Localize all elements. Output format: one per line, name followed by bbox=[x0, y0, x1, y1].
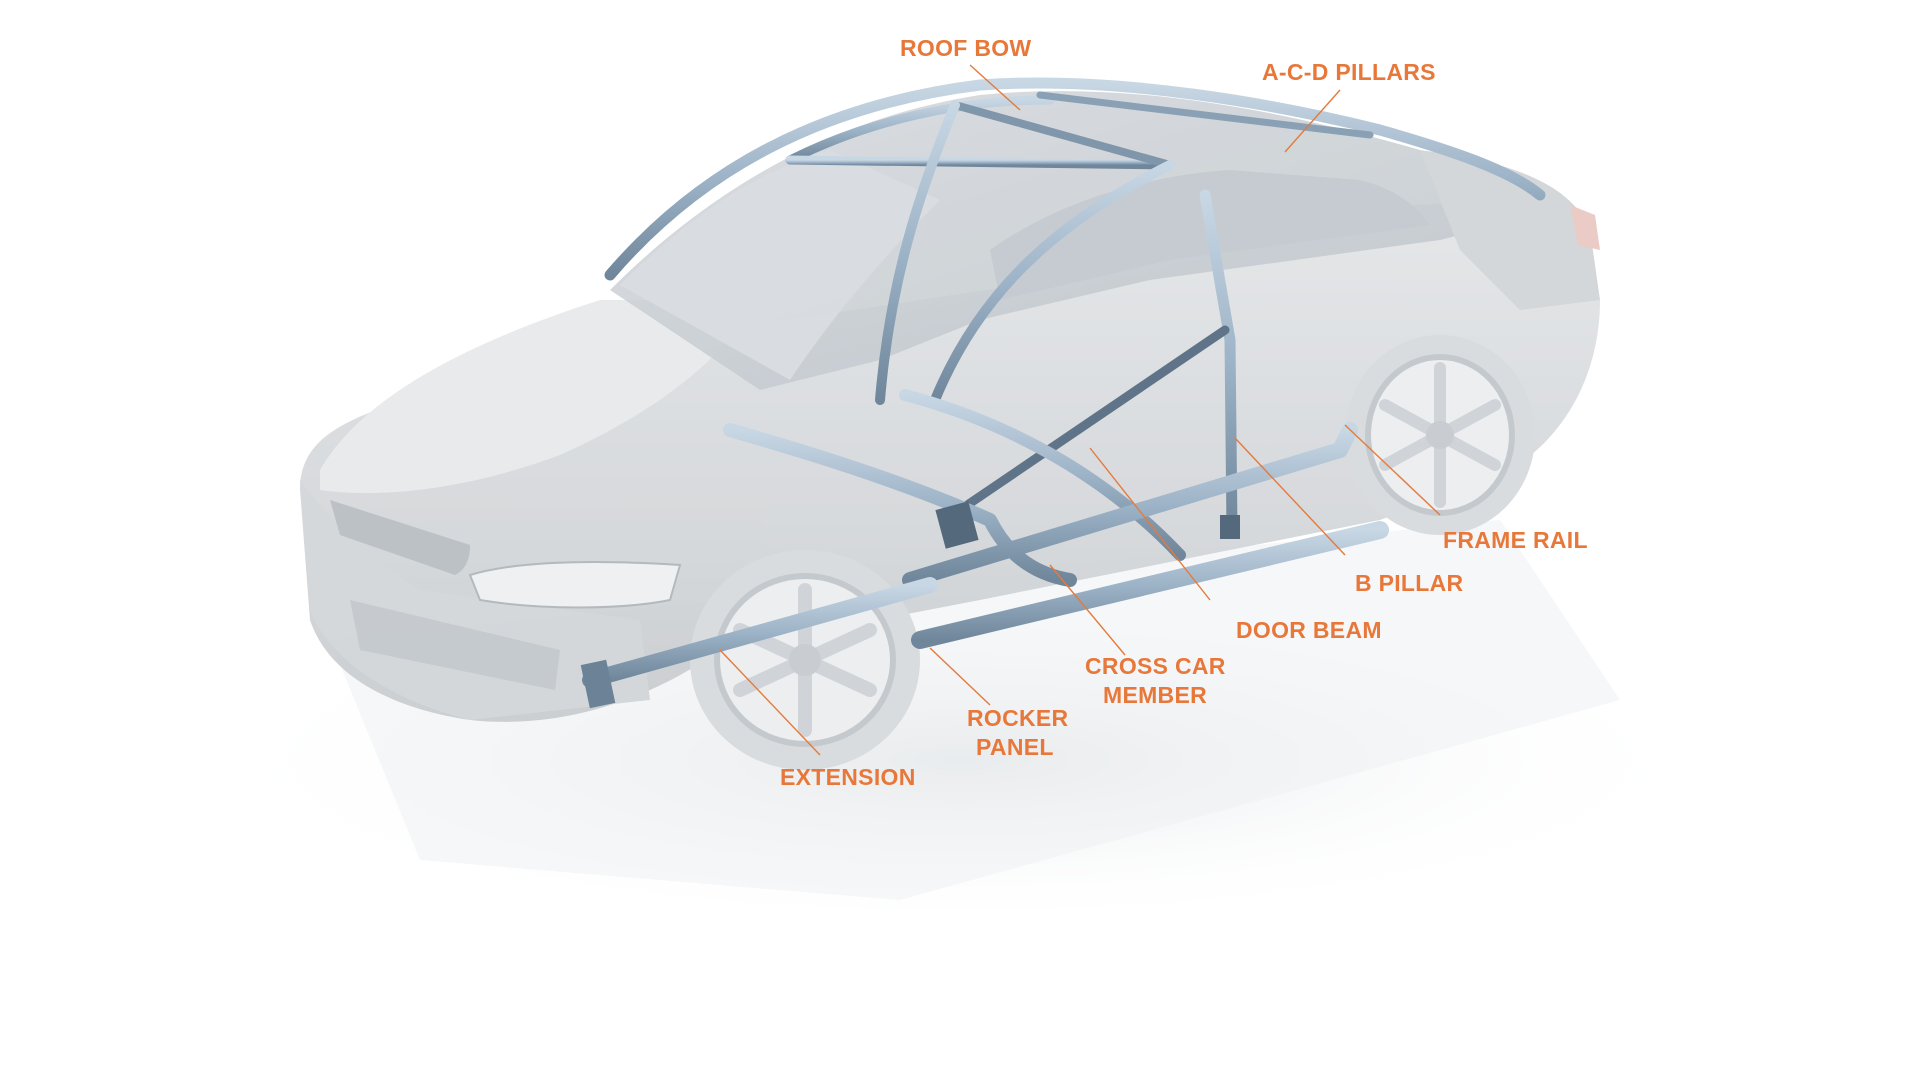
label-cross-car-member-line2: MEMBER bbox=[1103, 682, 1207, 708]
leader-extension bbox=[719, 649, 821, 756]
windshield bbox=[620, 150, 940, 380]
label-door-beam: DOOR BEAM bbox=[1236, 617, 1382, 643]
frame-rail bbox=[902, 422, 1358, 588]
extension-bracket bbox=[580, 659, 616, 709]
joint-plate-b-pillar bbox=[935, 501, 979, 549]
roof-bow-front bbox=[785, 155, 1175, 170]
roof-rail-left bbox=[604, 77, 1546, 281]
label-cross-car-member-line1: CROSS CAR bbox=[1085, 653, 1226, 679]
label-acd-pillars: A-C-D PILLARS bbox=[1262, 59, 1436, 85]
front-wheel bbox=[690, 550, 920, 770]
extension-bar bbox=[582, 577, 938, 688]
labels: ROOF BOW A-C-D PILLARS FRAME RAIL B PILL… bbox=[780, 35, 1588, 790]
roof-bow-mid bbox=[951, 101, 1174, 169]
headlight bbox=[468, 561, 682, 609]
label-rocker-panel-line1: ROCKER bbox=[967, 705, 1069, 731]
label-frame-rail: FRAME RAIL bbox=[1443, 527, 1588, 553]
label-rocker-panel-line2: PANEL bbox=[976, 734, 1054, 760]
c-pillar bbox=[930, 160, 1175, 405]
leader-cross-car-member bbox=[1049, 564, 1126, 656]
leader-acd-pillars bbox=[1284, 89, 1341, 153]
leader-roof-bow bbox=[969, 64, 1021, 111]
a-pillar bbox=[875, 100, 960, 405]
leader-door-beam bbox=[1089, 447, 1211, 601]
car-trunk bbox=[1420, 150, 1600, 310]
rear-wheel bbox=[1345, 335, 1535, 535]
door-beam bbox=[955, 325, 1230, 515]
leader-lines bbox=[719, 64, 1441, 756]
front-bumper bbox=[300, 480, 650, 720]
lower-grille bbox=[350, 600, 560, 690]
roof-bow-rear bbox=[1036, 91, 1374, 139]
structure bbox=[580, 77, 1546, 709]
door-beam-bar bbox=[899, 389, 1186, 561]
label-extension: EXTENSION bbox=[780, 764, 916, 790]
front-grille bbox=[330, 500, 470, 575]
label-b-pillar: B PILLAR bbox=[1355, 570, 1464, 596]
label-roof-bow: ROOF BOW bbox=[900, 35, 1031, 61]
b-pillar bbox=[1199, 189, 1238, 536]
leader-frame-rail bbox=[1344, 424, 1441, 516]
tail-light bbox=[1570, 205, 1600, 250]
leader-rocker-panel bbox=[929, 647, 991, 706]
roof-rail-right bbox=[785, 95, 1055, 165]
car-body bbox=[300, 91, 1600, 722]
leader-b-pillar bbox=[1234, 437, 1346, 556]
rocker-panel bbox=[911, 521, 1389, 649]
joint-plate-frame bbox=[1220, 515, 1240, 539]
car-hood bbox=[320, 300, 760, 494]
